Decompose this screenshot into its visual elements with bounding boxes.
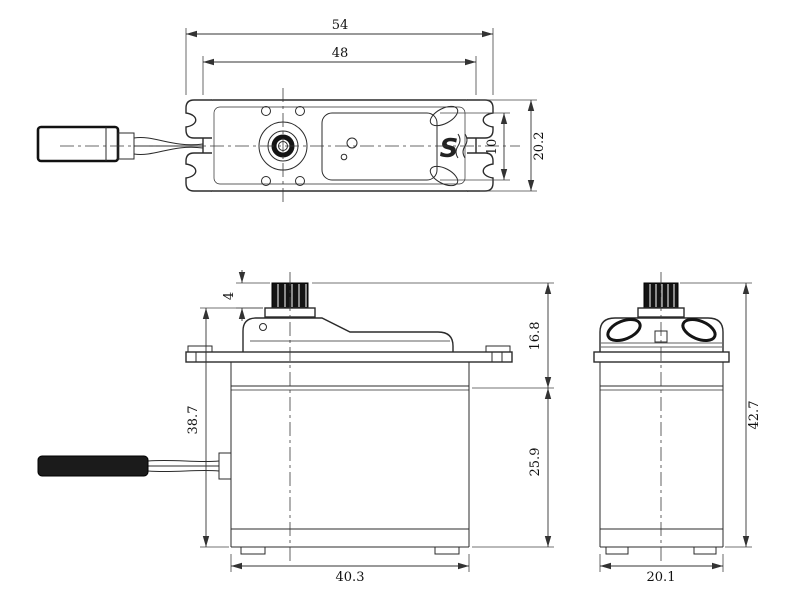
case-web-top [429, 105, 459, 127]
brand-logo-s: S [440, 134, 459, 164]
top-view: S 54 48 20.2 [36, 18, 547, 204]
case-web-bottom [429, 165, 459, 187]
wire-grommet [218, 452, 232, 480]
ear-left-top [185, 99, 212, 139]
dim-label-16-8: 16.8 [528, 322, 543, 351]
ear-right-top [467, 99, 494, 139]
case-screw-front [259, 323, 267, 331]
cover-hole-small [340, 153, 348, 161]
cover-hole-large [346, 137, 358, 149]
front-view: 4 16.8 25.9 38.7 40.3 [37, 270, 554, 585]
dim-label-20-2: 20.2 [532, 132, 547, 161]
dim-label-38-7: 38.7 [186, 406, 201, 435]
dim-label-4: 4 [222, 292, 237, 300]
dimension-cover-depth: 10 [440, 112, 510, 181]
dim-label-10: 10 [485, 139, 500, 156]
mounting-ears [185, 99, 494, 192]
dim-label-48: 48 [332, 46, 349, 61]
mounting-flange-front [185, 351, 513, 363]
dim-label-25-9: 25.9 [528, 448, 543, 477]
dimension-side-depth: 20.1 [599, 554, 724, 585]
flange-lip-left [187, 345, 213, 353]
ear-left-bottom [185, 152, 212, 192]
dimension-lower-height: 25.9 [472, 388, 554, 548]
mounting-flange-side [593, 351, 730, 363]
spline-serrations-front [277, 284, 307, 307]
dimension-total-height: 42.7 [680, 282, 762, 548]
spline-serrations-side [649, 284, 675, 307]
upper-case-front [242, 317, 454, 352]
dimension-spline-height: 4 [222, 270, 270, 321]
screw-holes [261, 106, 305, 186]
dimension-depth: 20.2 [480, 99, 547, 192]
case-outline-top [202, 99, 477, 192]
dimension-case-width: 48 [202, 46, 477, 95]
dimension-body-width: 40.3 [230, 554, 470, 585]
body-front [230, 362, 470, 555]
dim-label-20-1: 20.1 [647, 570, 676, 585]
case-lobe-left [606, 318, 642, 342]
dim-label-54: 54 [332, 18, 349, 33]
case-lobe-right [681, 318, 717, 342]
servo-wires-front [147, 459, 220, 473]
dim-label-40-3: 40.3 [336, 570, 365, 585]
dimension-upper-height: 16.8 [312, 282, 554, 389]
side-view: 42.7 20.1 [593, 272, 762, 585]
dim-label-42-7: 42.7 [747, 401, 762, 430]
flange-lip-right [485, 345, 511, 353]
cover-plate [321, 112, 438, 181]
ear-right-bottom [467, 152, 494, 192]
connector-plug-front [37, 455, 149, 477]
dimension-overall-width: 54 [185, 18, 494, 95]
body-side [599, 362, 724, 555]
dimension-body-height: 38.7 [186, 307, 263, 548]
